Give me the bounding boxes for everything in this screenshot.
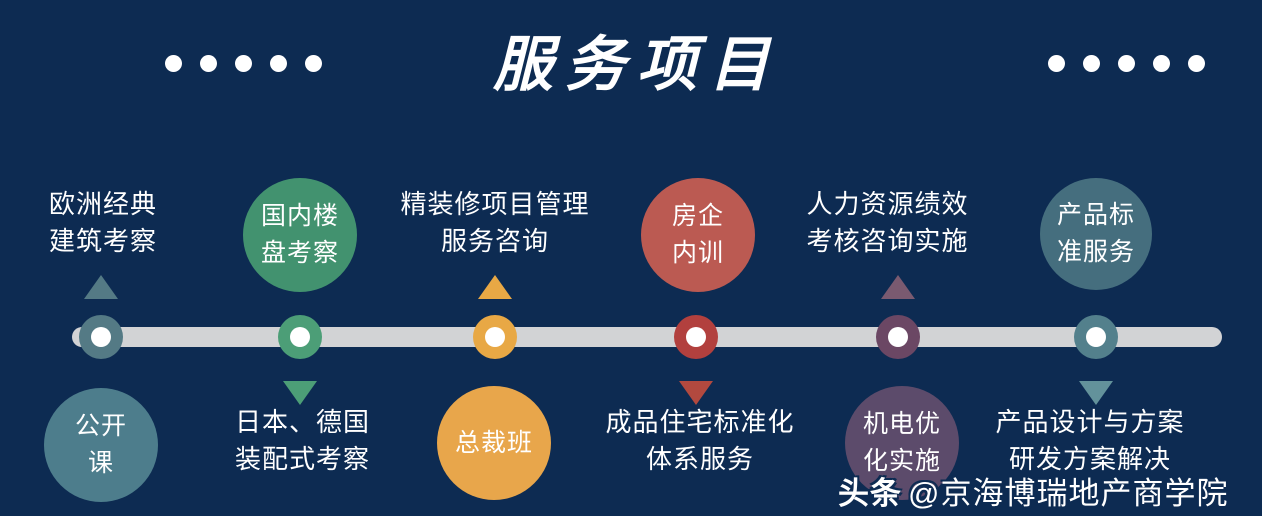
watermark-brand: 头条 [838, 476, 902, 511]
watermark-handle: @京海博瑞地产商学院 [908, 476, 1229, 511]
timeline-node-1[interactable] [79, 315, 123, 359]
decorative-dots-left [165, 55, 322, 72]
item-2-bottom-label: 日本、德国 装配式考察 [234, 407, 370, 474]
dot-icon [305, 55, 322, 72]
node-core [290, 327, 310, 347]
node-core [686, 327, 706, 347]
item-5-top-label: 人力资源绩效 考核咨询实施 [806, 189, 969, 256]
item-4-bottom-connector-icon [679, 381, 713, 405]
decorative-dots-right [1048, 55, 1205, 72]
watermark: 头条 @京海博瑞地产商学院 [838, 468, 1228, 513]
node-core [1086, 327, 1106, 347]
node-core [91, 327, 111, 347]
timeline-node-5[interactable] [876, 315, 920, 359]
dot-icon [1153, 55, 1170, 72]
item-3-bottom-bubble: 总裁班 [437, 386, 551, 500]
item-1-top-connector-icon [84, 275, 118, 299]
item-4-bottom-label: 成品住宅标准化 体系服务 [605, 407, 795, 474]
item-5-bottom-bubble: 机电优 化实施 [845, 386, 959, 500]
item-3-top-label: 精装修项目管理 服务咨询 [400, 189, 590, 256]
dot-icon [1048, 55, 1065, 72]
dot-icon [235, 55, 252, 72]
item-4-top-bubble: 房企 内训 [641, 178, 755, 292]
item-2-top-bubble: 国内楼 盘考察 [243, 178, 357, 292]
item-3-top-connector-icon [478, 275, 512, 299]
dot-icon [1188, 55, 1205, 72]
timeline-node-3[interactable] [473, 315, 517, 359]
item-6-bottom-connector-icon [1079, 381, 1113, 405]
node-core [888, 327, 908, 347]
item-6-top-bubble: 产品标 准服务 [1040, 178, 1152, 290]
item-5-top-connector-icon [881, 275, 915, 299]
header: 服务项目 [0, 0, 1262, 140]
dot-icon [200, 55, 217, 72]
item-6-bottom-label: 产品设计与方案 研发方案解决 [995, 407, 1185, 474]
timeline-node-6[interactable] [1074, 315, 1118, 359]
timeline-track [72, 327, 1222, 347]
dot-icon [270, 55, 287, 72]
item-1-bottom-bubble: 公开 课 [44, 388, 158, 502]
dot-icon [1083, 55, 1100, 72]
item-2-bottom-connector-icon [283, 381, 317, 405]
dot-icon [165, 55, 182, 72]
timeline-node-2[interactable] [278, 315, 322, 359]
dot-icon [1118, 55, 1135, 72]
node-core [485, 327, 505, 347]
timeline-node-4[interactable] [674, 315, 718, 359]
item-1-top-label: 欧洲经典 建筑考察 [48, 189, 157, 256]
page-title: 服务项目 [493, 32, 781, 98]
